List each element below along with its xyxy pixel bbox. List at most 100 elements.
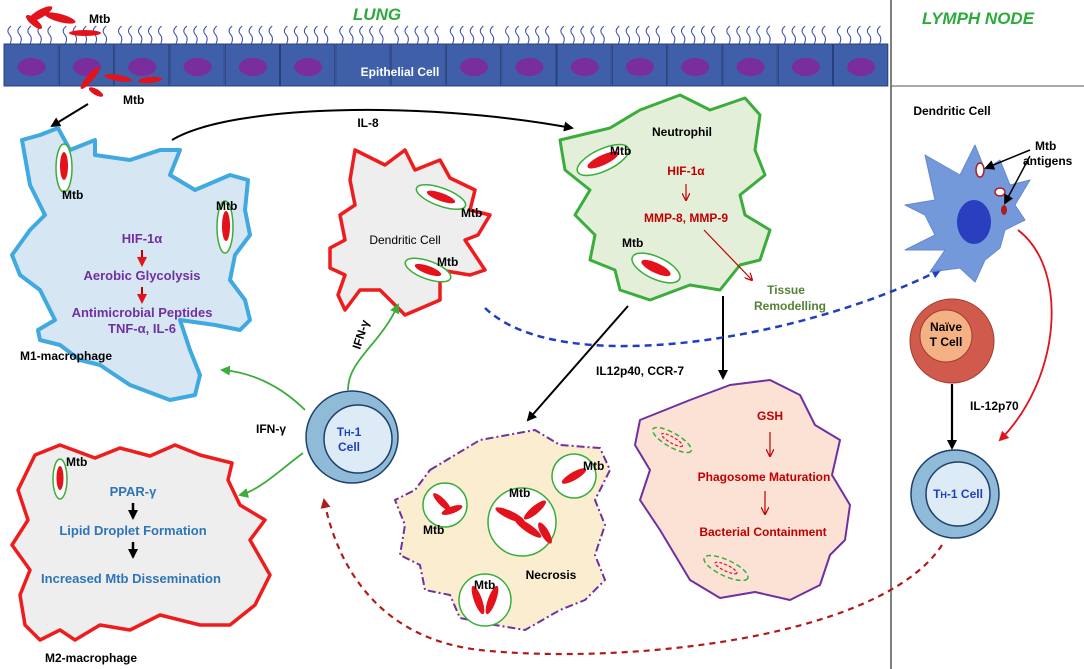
lymph-dc-nucleus	[957, 200, 991, 244]
ifn-to-m2-arrow	[238, 452, 304, 498]
epithelial-cell	[169, 43, 225, 87]
tissue-remodelling-line2: Remodelling	[754, 299, 826, 313]
neutrophil-step-mmp: MMP-8, MMP-9	[644, 211, 728, 225]
necrosis-mtb-label-2: Mtb	[509, 486, 530, 500]
m1-step-peptides: Antimicrobial Peptides	[72, 305, 213, 320]
mtb-antigens-label-1: Mtb	[1035, 139, 1056, 153]
dc-mtb-label-2: Mtb	[437, 255, 458, 269]
mtb-label-invading: Mtb	[123, 93, 144, 107]
cilium	[323, 25, 329, 45]
cilium	[700, 25, 706, 45]
necrosis-mtb-label-1: Mtb	[583, 459, 604, 473]
cilium	[173, 25, 178, 45]
cilium	[339, 25, 344, 45]
lymph-dc-antigen-3	[1001, 205, 1007, 215]
m2-macrophage-label: M2-macrophage	[45, 651, 137, 665]
m1-mtb-label-1: Mtb	[62, 188, 83, 202]
cilium	[268, 25, 273, 45]
cilium	[856, 25, 862, 45]
epithelial-cell	[335, 43, 391, 87]
cilium	[303, 25, 309, 45]
m1-step-glycolysis: Aerobic Glycolysis	[83, 268, 200, 283]
neutrophil-mtb-label-2: Mtb	[622, 236, 643, 250]
cilium	[690, 25, 696, 45]
cilium	[746, 25, 751, 45]
cilium	[147, 25, 153, 45]
cilium	[710, 25, 716, 45]
gsh-step-gsh: GSH	[757, 409, 783, 423]
neutrophil-mtb-phagosome-1	[576, 143, 630, 177]
cilium	[846, 25, 852, 45]
lymph-dc-antigen-2	[994, 187, 1006, 197]
cilium	[213, 25, 218, 45]
cilium	[836, 25, 842, 45]
ifn-dc-label: IFN-γ	[350, 318, 373, 351]
cilium	[27, 25, 32, 45]
cilium	[525, 25, 530, 45]
cilium	[102, 25, 108, 45]
cilium	[434, 25, 439, 45]
cilium	[17, 25, 22, 45]
dc-mtb-phagosome-1	[415, 183, 467, 211]
il8-label: IL-8	[357, 116, 379, 130]
cilium	[379, 25, 384, 45]
cilium	[635, 25, 641, 45]
cilium	[369, 25, 374, 45]
tissue-remodelling-arrow	[703, 229, 752, 280]
cilium	[203, 25, 208, 45]
m1-macrophage-cell	[10, 126, 252, 402]
cilium	[570, 25, 575, 45]
epithelial-nucleus	[625, 58, 654, 76]
epithelial-nucleus	[294, 58, 323, 76]
gsh-step-containment: Bacterial Containment	[699, 525, 826, 539]
cilium	[117, 25, 123, 45]
cilium	[545, 25, 550, 45]
mtb-label-top: Mtb	[89, 12, 110, 26]
antigens-pointer-2	[1004, 155, 1031, 205]
region-title-lung: LUNG	[353, 5, 401, 24]
il8-arrow	[171, 108, 574, 141]
epithelial-nucleus	[515, 58, 544, 76]
antigens-pointer-1	[984, 149, 1031, 170]
gsh-phagosome-1	[651, 426, 693, 454]
cilium	[459, 25, 465, 45]
neutrophil-mtb-phagosome-2	[631, 252, 681, 284]
neutrophil-label: Neutrophil	[652, 125, 712, 139]
cilium	[791, 25, 796, 45]
cilium	[615, 25, 621, 45]
cilium	[580, 25, 585, 45]
m2-macrophage-cell	[10, 443, 272, 642]
dc-mtb-phagosome-2	[404, 257, 452, 283]
lung-th1-cell-inner	[323, 404, 393, 474]
lung-th1-label-line2: Cell	[338, 440, 360, 454]
cilium	[47, 25, 52, 45]
epithelial-cell	[833, 43, 889, 87]
m1-macrophage-label: M1-macrophage	[20, 349, 112, 363]
cilium	[62, 25, 68, 45]
cilium	[655, 25, 661, 45]
naive-t-cell-inner	[919, 309, 973, 363]
cilium	[293, 25, 299, 45]
cilium	[625, 25, 631, 45]
cilium	[258, 25, 263, 45]
cilium	[505, 25, 510, 45]
cilium	[590, 25, 595, 45]
neutrophil-step-hif: HIF-1α	[667, 164, 705, 178]
neutrophil-mtb-label-1: Mtb	[610, 144, 631, 158]
epithelial-nucleus	[847, 58, 876, 76]
epithelial-nucleus	[736, 58, 765, 76]
cilium	[736, 25, 741, 45]
lymph-th1-label: TH-1 Cell	[933, 487, 983, 501]
epithelial-nucleus	[128, 58, 157, 76]
il12p70-label: IL-12p70	[970, 399, 1019, 413]
naive-t-label-line2: T Cell	[930, 335, 963, 349]
cilium	[560, 25, 565, 45]
cilium	[645, 25, 651, 45]
ifn-to-m1-arrow	[220, 365, 306, 411]
m1-mtb-label-2: Mtb	[216, 199, 237, 213]
m2-step-lipid: Lipid Droplet Formation	[59, 523, 206, 538]
region-title-lymph-node: LYMPH NODE	[922, 9, 1035, 28]
necrosis-mtb-label-4: Mtb	[474, 578, 495, 592]
